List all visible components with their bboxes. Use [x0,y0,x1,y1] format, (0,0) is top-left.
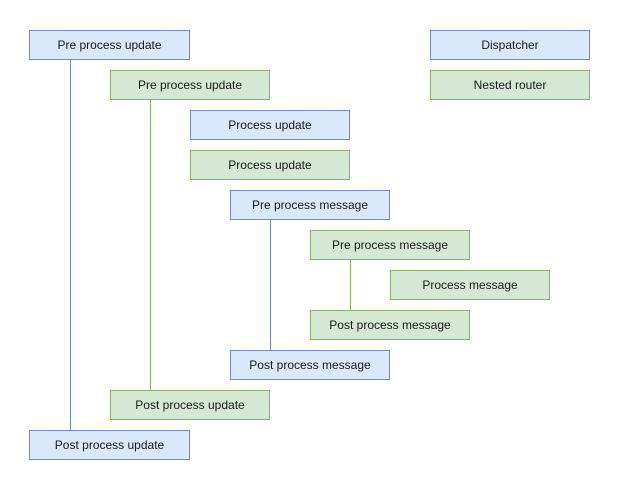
node-label: Process update [228,157,312,172]
connector-line [350,260,351,310]
node-pre-process-message-router[interactable]: Pre process message [310,230,470,260]
connector-line [70,60,71,430]
node-process-message-router[interactable]: Process message [390,270,550,300]
node-post-process-update-dispatcher[interactable]: Post process update [29,430,190,460]
legend-router[interactable]: Nested router [430,70,590,100]
node-label: Post process message [249,357,371,372]
node-label: Post process message [329,317,451,332]
connector-line [150,100,151,390]
connector-line [270,220,271,350]
node-post-process-message-router[interactable]: Post process message [310,310,470,340]
node-label: Pre process update [57,37,162,52]
node-pre-process-update-router[interactable]: Pre process update [110,70,270,100]
node-label: Pre process message [331,237,449,252]
node-label: Pre process message [251,197,369,212]
node-label: Nested router [473,77,547,92]
node-pre-process-update-dispatcher[interactable]: Pre process update [29,30,190,60]
node-pre-process-message-dispatcher[interactable]: Pre process message [230,190,390,220]
node-label: Process message [422,277,518,292]
node-label: Process update [228,117,312,132]
node-label: Dispatcher [481,37,539,52]
node-post-process-update-router[interactable]: Post process update [110,390,270,420]
node-label: Pre process update [137,77,243,92]
node-process-update-router[interactable]: Process update [190,150,350,180]
legend-dispatcher[interactable]: Dispatcher [430,30,590,60]
node-post-process-message-dispatcher[interactable]: Post process message [230,350,390,380]
node-label: Post process update [54,437,165,452]
node-process-update-dispatcher[interactable]: Process update [190,110,350,140]
node-label: Post process update [135,397,245,412]
